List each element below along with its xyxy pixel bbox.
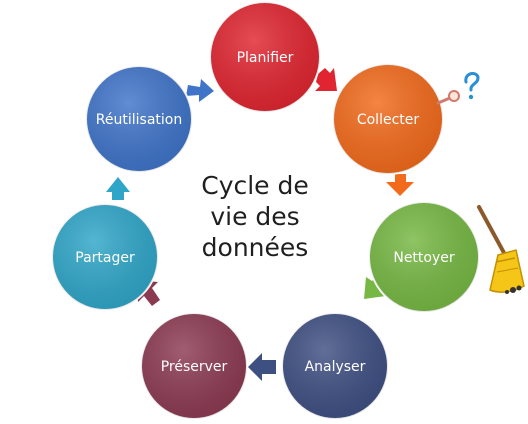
arrow-analyser-preserver (248, 353, 276, 381)
arrow-reutilisation-planifier (186, 79, 214, 102)
stage-planifier: Planifier (209, 1, 321, 113)
center-title-line-3: données (202, 233, 309, 262)
stage-label: Collecter (357, 112, 420, 128)
center-title: Cycle de vie des données (201, 171, 309, 262)
stage-label: Partager (75, 250, 135, 266)
arrow-planifier-collecter (315, 68, 337, 91)
magnifier-question-icon (436, 72, 480, 105)
stage-analyser: Analyser (281, 312, 389, 420)
arrow-partager-reutilisation (106, 177, 130, 200)
stage-nettoyer: Nettoyer (368, 201, 480, 313)
broom-icon (477, 205, 525, 294)
arrow-collecter-nettoyer (386, 174, 414, 196)
stage-reutilisation: Réutilisation (85, 65, 193, 173)
stage-partager: Partager (51, 203, 159, 311)
stage-label: Nettoyer (393, 250, 455, 266)
stage-label: Planifier (237, 50, 294, 66)
stage-preserver: Préserver (140, 312, 248, 420)
stage-label: Réutilisation (96, 112, 182, 128)
stage-collecter: Collecter (332, 63, 444, 175)
stage-label: Analyser (305, 359, 366, 375)
center-title-line-1: Cycle de (201, 171, 309, 200)
stage-label: Préserver (161, 359, 228, 375)
center-title-line-2: vie des (210, 202, 299, 231)
